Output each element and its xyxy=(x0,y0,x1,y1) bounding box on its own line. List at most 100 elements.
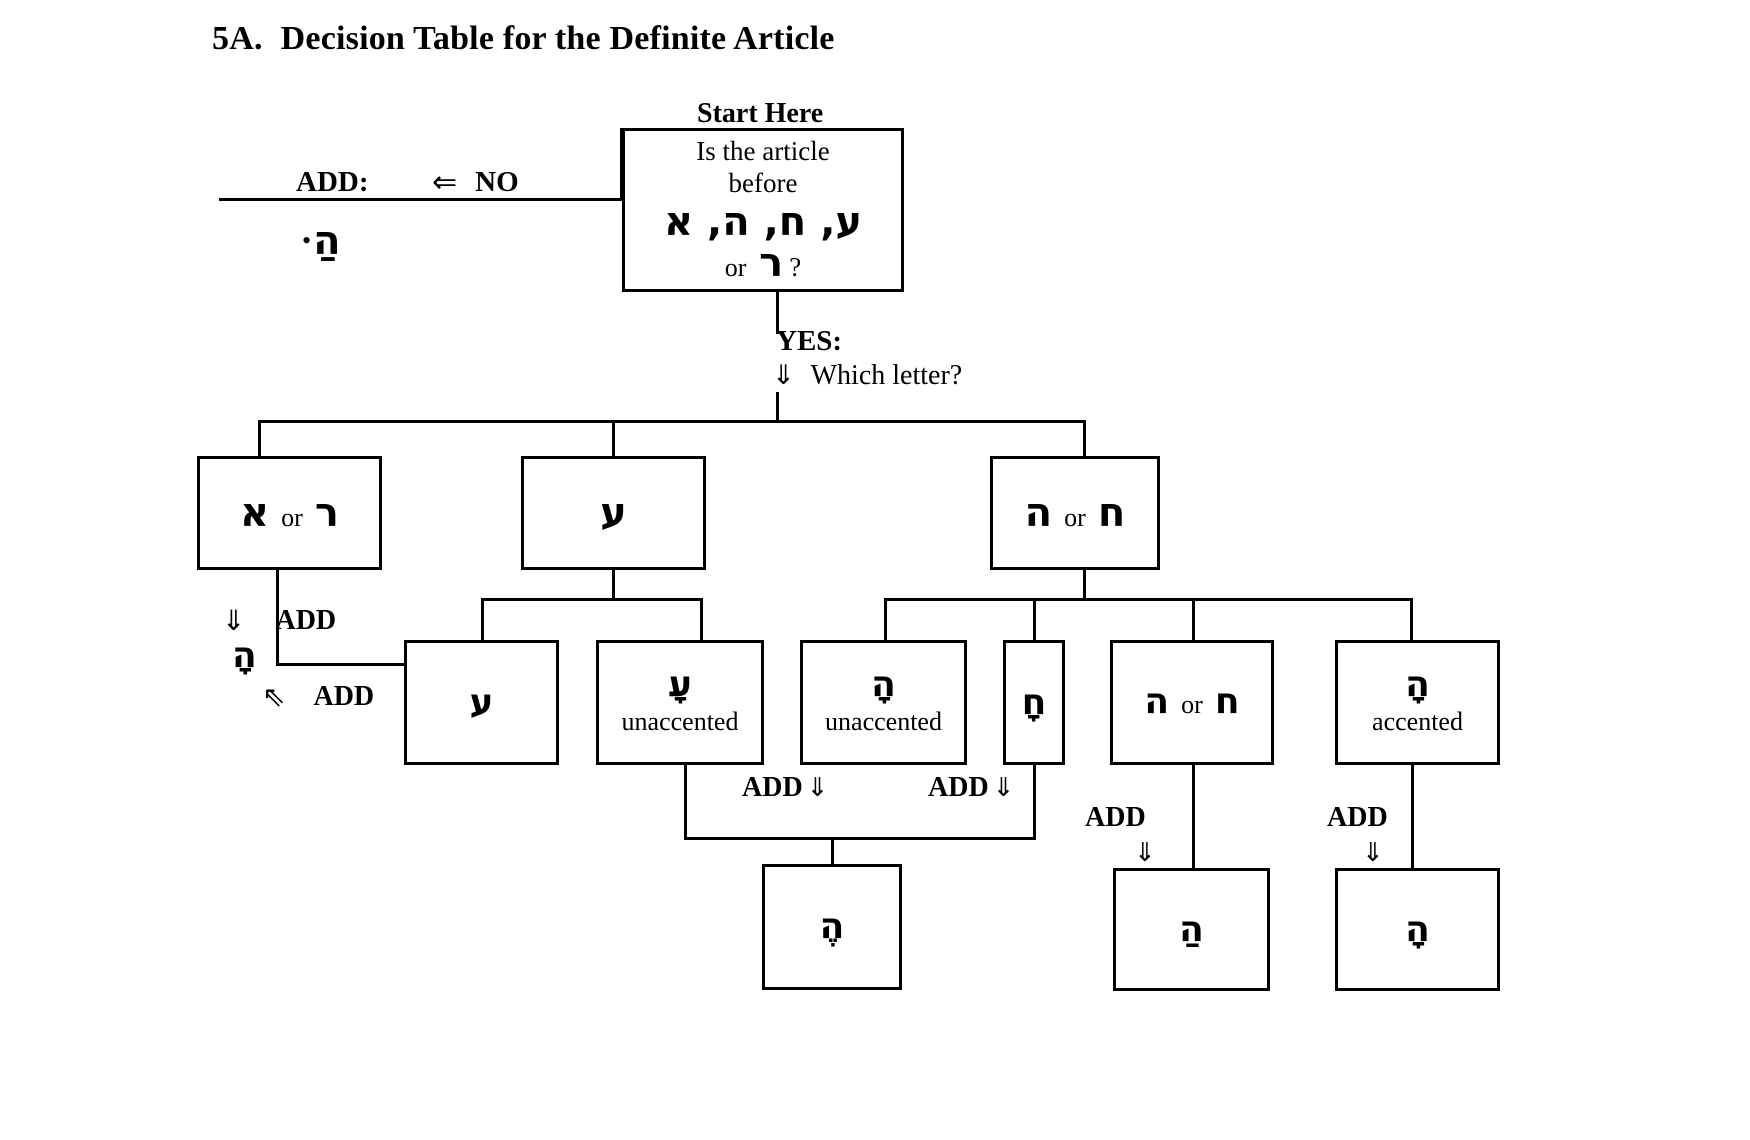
which-letter-question: Which letter? xyxy=(810,360,963,391)
level1-drop-alef-resh xyxy=(258,420,261,458)
or-text-he-chet: or xyxy=(1064,502,1086,532)
bullet-icon: • xyxy=(302,226,312,255)
level1-drop-ayin xyxy=(612,420,615,458)
hebrew-he: ה xyxy=(1024,489,1053,536)
alef-resh-add-label: ADD xyxy=(275,604,337,636)
hebrew-ha-qamets: הָ xyxy=(1405,908,1430,950)
down-arrow-icon-accented-result: ⇓ xyxy=(1362,838,1384,868)
no-branch-vertical-line xyxy=(620,128,623,201)
he-chet-drop-4 xyxy=(1410,598,1413,642)
he-qamets-accented-note: accented xyxy=(1372,707,1463,737)
box-ayin: ע xyxy=(521,456,706,570)
start-question-mark: ? xyxy=(789,252,802,283)
add-label-accented-result: ADD xyxy=(1327,802,1388,833)
page-title-number: 5A. xyxy=(212,20,263,57)
alef-resh-result-letter: הָ xyxy=(232,635,257,676)
box-chet-qamets-small: חָ xyxy=(1003,640,1065,765)
box-he-qamets-unaccented: הָ unaccented xyxy=(800,640,967,765)
accented-result-drop xyxy=(1411,765,1414,869)
he-chet-split-connector xyxy=(884,598,1413,601)
alef-resh-to-ayin-connector xyxy=(276,663,405,666)
down-arrow-icon-he-chet-result: ⇓ xyxy=(1134,838,1156,868)
no-branch-result: •הַ xyxy=(302,218,341,264)
he-qamets-unaccented-note: unaccented xyxy=(825,707,942,737)
or-text-he-chet-lower: or xyxy=(1181,690,1203,720)
box-he-chet-content: ה or ח xyxy=(1025,493,1126,534)
hebrew-chet: ח xyxy=(1097,489,1126,536)
hebrew-he-qamets-accented: הָ xyxy=(1405,664,1430,706)
he-chet-drop-1 xyxy=(884,598,887,642)
unaccented-1-drop xyxy=(684,765,687,840)
ayin-drop-left xyxy=(481,598,484,642)
start-or-text: or xyxy=(724,253,747,283)
which-letter-row: ⇓ Which letter? xyxy=(772,360,962,392)
add-label-he-chet-result: ADD xyxy=(1085,802,1146,833)
no-branch-result-letter: הַ xyxy=(313,218,341,264)
box-he-or-chet-top: ה or ח xyxy=(990,456,1160,570)
hebrew-chet-qamets: חָ xyxy=(1021,681,1047,723)
box-alef-or-resh: א or ר xyxy=(197,456,382,570)
page-title: 5A. Decision Table for the Definite Artic… xyxy=(212,20,835,58)
hebrew-ayin: ע xyxy=(600,490,627,536)
up-left-arrow-icon: ⇖ xyxy=(262,680,286,713)
box-he-segol-result: הֶ xyxy=(762,864,902,990)
start-hebrew-letters: ע, ח, ה, א xyxy=(663,199,863,246)
he-chet-drop-3 xyxy=(1192,598,1195,642)
unaccented-2-drop xyxy=(1033,765,1036,840)
add-row-unaccented-1: ADD⇓ xyxy=(742,772,828,804)
down-arrow-icon: ⇓ xyxy=(772,360,795,391)
alef-resh-drop-line xyxy=(276,570,279,665)
box-ha-patach-result: הַ xyxy=(1113,868,1270,991)
ayin-split-connector xyxy=(481,598,703,601)
yes-branch-line-top xyxy=(776,292,779,334)
start-hebrew-resh: ר xyxy=(759,240,784,287)
start-here-label: Start Here xyxy=(697,98,824,129)
hebrew-ayin-plain: ע xyxy=(469,681,494,723)
level1-drop-he-chet xyxy=(1083,420,1086,458)
alef-resh-add-row: ⇓ ADD xyxy=(222,604,336,637)
level1-horizontal-connector xyxy=(258,420,1086,423)
hebrew-he-segol: הֶ xyxy=(819,906,845,947)
down-arrow-icon-unaccented-2: ⇓ xyxy=(992,773,1015,803)
he-chet-result-drop xyxy=(1192,765,1195,869)
down-arrow-icon-unaccented-1: ⇓ xyxy=(806,773,829,803)
hebrew-ha-patach: הַ xyxy=(1179,908,1204,950)
add-label-no-branch: ADD: xyxy=(296,166,369,198)
add-row-unaccented-2: ADD⇓ xyxy=(928,772,1014,804)
alef-resh-add2-row: ⇖ ADD xyxy=(262,680,374,713)
yes-branch-line-bottom xyxy=(776,392,779,422)
box-ayin-plain: ע xyxy=(404,640,559,765)
down-arrow-icon-alef-resh: ⇓ xyxy=(222,604,246,637)
he-chet-drop-line xyxy=(1083,570,1086,600)
add-label-unaccented-2: ADD xyxy=(928,772,989,803)
start-line-2: before xyxy=(728,167,798,198)
unaccented-merge-connector xyxy=(684,837,1036,840)
box-he-or-chet-lower-content: ה or ח xyxy=(1144,684,1239,721)
hebrew-ayin-qamets: עָ xyxy=(668,664,692,706)
hebrew-alef: א xyxy=(240,489,270,536)
or-text-alef-resh: or xyxy=(281,502,303,532)
start-here-box: Is the article before ע, ח, ה, א or ר? xyxy=(622,128,904,292)
box-he-or-chet-lower: ה or ח xyxy=(1110,640,1274,765)
add-label-unaccented-1: ADD xyxy=(742,772,803,803)
unaccented-merge-drop xyxy=(831,837,834,865)
hebrew-chet-lower: ח xyxy=(1214,681,1240,723)
hebrew-he-qamets-unaccented: הָ xyxy=(871,664,896,706)
box-ayin-qamets-unaccented: עָ unaccented xyxy=(596,640,764,765)
hebrew-resh: ר xyxy=(314,489,339,536)
ayin-qamets-note: unaccented xyxy=(621,707,739,737)
hebrew-he-lower: ה xyxy=(1144,681,1170,723)
ayin-drop-line xyxy=(612,570,615,600)
no-branch-connector-line xyxy=(219,198,623,201)
page-title-text: Decision Table for the Definite Article xyxy=(280,20,835,57)
he-chet-drop-2 xyxy=(1033,598,1036,642)
yes-label: YES: xyxy=(776,325,843,357)
start-line-1: Is the article xyxy=(696,135,830,166)
box-alef-resh-content: א or ר xyxy=(240,493,339,534)
left-arrow-icon: ⇐ xyxy=(432,165,458,200)
box-ha-qamets-result: הָ xyxy=(1335,868,1500,991)
ayin-drop-right xyxy=(700,598,703,642)
alef-resh-add2-label: ADD xyxy=(313,680,375,712)
no-label: NO xyxy=(475,166,519,198)
